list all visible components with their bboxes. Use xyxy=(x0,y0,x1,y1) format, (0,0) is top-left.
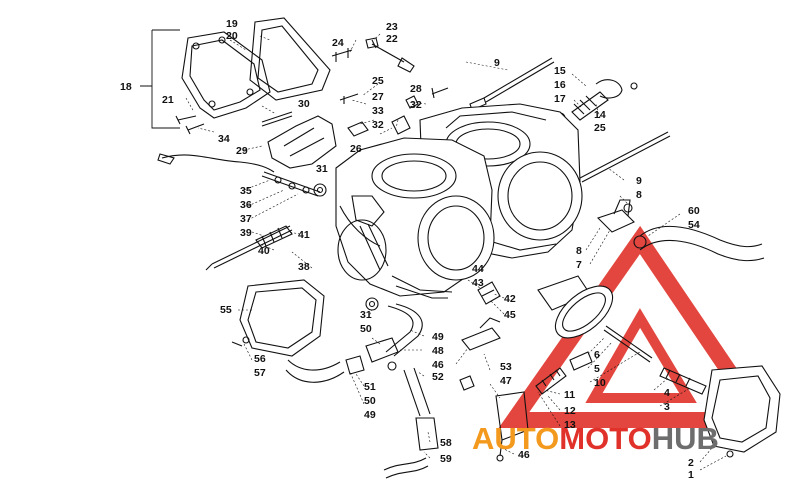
callout-numbers: 19 20 24 23 22 18 21 34 30 29 25 27 33 3… xyxy=(120,18,700,481)
callout-2: 2 xyxy=(688,457,694,469)
callout-58: 58 xyxy=(440,437,452,449)
callout-13: 13 xyxy=(564,419,576,431)
callout-31: 31 xyxy=(316,163,328,175)
callout-29: 29 xyxy=(236,145,248,157)
callout-12: 12 xyxy=(564,405,576,417)
callout-18: 18 xyxy=(120,81,132,93)
callout-42: 42 xyxy=(504,293,516,305)
callout-32: 32 xyxy=(372,119,384,131)
callout-22: 22 xyxy=(386,33,398,45)
callout-8-b: 8 xyxy=(576,245,582,257)
callout-54: 54 xyxy=(688,219,700,231)
leader-lines xyxy=(140,29,727,471)
callout-57: 57 xyxy=(254,367,266,379)
callout-17: 17 xyxy=(554,93,566,105)
callout-20: 20 xyxy=(226,30,238,42)
callout-4: 4 xyxy=(664,387,670,399)
callout-47: 47 xyxy=(500,375,512,387)
callout-27: 27 xyxy=(372,91,384,103)
callout-60: 60 xyxy=(688,205,700,217)
callout-11: 11 xyxy=(564,389,575,401)
parts-drawing xyxy=(157,17,781,479)
callout-16: 16 xyxy=(554,79,566,91)
callout-1: 1 xyxy=(688,469,694,481)
callout-46-b: 46 xyxy=(518,449,530,461)
watermark-text: AUTOMOTOHUB xyxy=(472,421,719,456)
callout-56: 56 xyxy=(254,353,266,365)
callout-44: 44 xyxy=(472,263,484,275)
callout-39: 39 xyxy=(240,227,252,239)
callout-53: 53 xyxy=(500,361,512,373)
callout-28: 28 xyxy=(410,83,422,95)
callout-9: 9 xyxy=(494,57,500,69)
callout-6: 6 xyxy=(594,349,600,361)
callout-26: 26 xyxy=(350,143,362,155)
callout-50: 50 xyxy=(360,323,372,335)
callout-14: 14 xyxy=(594,109,606,121)
callout-48: 48 xyxy=(432,345,444,357)
callout-24: 24 xyxy=(332,37,344,49)
callout-37: 37 xyxy=(240,213,252,225)
callout-34: 34 xyxy=(218,133,230,145)
callout-36: 36 xyxy=(240,199,252,211)
callout-3: 3 xyxy=(664,401,670,413)
svg-text:AUTOMOTOHUB: AUTOMOTOHUB xyxy=(472,421,719,456)
callout-15: 15 xyxy=(554,65,566,77)
callout-49-b: 49 xyxy=(364,409,376,421)
callout-10: 10 xyxy=(594,377,606,389)
callout-33: 33 xyxy=(372,105,384,117)
callout-31-b: 31 xyxy=(360,309,372,321)
callout-43: 43 xyxy=(472,277,484,289)
callout-25: 25 xyxy=(372,75,384,87)
callout-46: 46 xyxy=(432,359,444,371)
callout-9-b: 9 xyxy=(636,175,642,187)
callout-51: 51 xyxy=(364,381,376,393)
callout-41: 41 xyxy=(298,229,310,241)
callout-19: 19 xyxy=(226,18,238,30)
callout-59: 59 xyxy=(440,453,452,465)
callout-21: 21 xyxy=(162,94,174,106)
callout-55: 55 xyxy=(220,304,232,316)
callout-8: 8 xyxy=(636,189,642,201)
watermark-hub: HUB xyxy=(652,421,719,456)
callout-45: 45 xyxy=(504,309,516,321)
watermark-moto: MOTO xyxy=(559,421,651,456)
callout-52: 52 xyxy=(432,371,444,383)
watermark-auto: AUTO xyxy=(472,421,559,456)
callout-25-b: 25 xyxy=(594,122,606,134)
callout-32-b: 32 xyxy=(410,99,422,111)
callout-50-b: 50 xyxy=(364,395,376,407)
callout-7: 7 xyxy=(576,259,582,271)
callout-40: 40 xyxy=(258,245,270,257)
callout-38: 38 xyxy=(298,261,310,273)
callout-30: 30 xyxy=(298,98,310,110)
callout-23: 23 xyxy=(386,21,398,33)
callout-5: 5 xyxy=(594,363,600,375)
callout-49: 49 xyxy=(432,331,444,343)
callout-35: 35 xyxy=(240,185,252,197)
